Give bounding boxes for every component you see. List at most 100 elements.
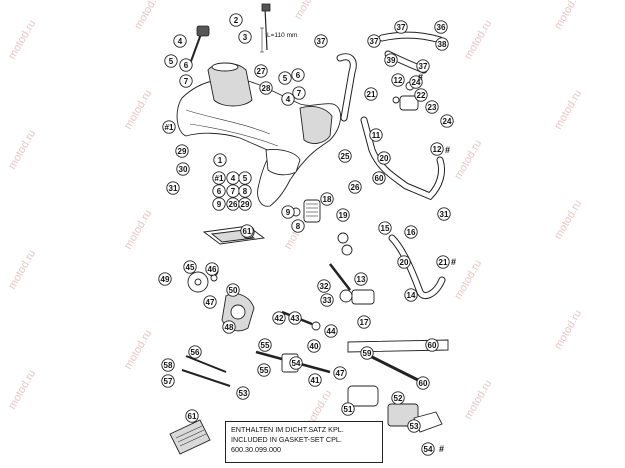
callout-53: 53: [407, 419, 421, 433]
callout-circle: [436, 255, 450, 269]
callout-circle: [354, 272, 368, 286]
callout-23: 23: [425, 100, 439, 114]
callout-40: 40: [307, 339, 321, 353]
callout-label: 5: [283, 74, 288, 83]
callout-8: 8: [238, 184, 252, 198]
callout-55: 55: [257, 363, 271, 377]
callout-circle: [308, 373, 322, 387]
callout-60: 60: [416, 376, 430, 390]
callout-circle: [278, 71, 292, 85]
callout-46: 46: [205, 262, 219, 276]
callout-circle: [289, 356, 303, 370]
callout-circle: [404, 288, 418, 302]
watermark-text: motod.ru: [462, 18, 494, 62]
callout-22: 22: [414, 88, 428, 102]
callout-circle: [185, 409, 199, 423]
hash-mark: #: [445, 145, 450, 155]
callout-circle: [226, 283, 240, 297]
callout-5: 5: [238, 171, 252, 185]
watermark-text: motod.ru: [6, 368, 38, 412]
callout-label: 1: [218, 156, 223, 165]
callout-circle: [291, 68, 305, 82]
callout-38: 38: [435, 37, 449, 51]
callout-circle: [288, 311, 302, 325]
callout-17: 17: [357, 315, 371, 329]
callout-43: 43: [288, 311, 302, 325]
watermark-text: motod.ru: [552, 0, 584, 32]
callout-circle: [409, 75, 423, 89]
callout-45: 45: [183, 260, 197, 274]
callout-circle: [391, 391, 405, 405]
watermark-text: motod.ru: [6, 248, 38, 292]
callout-6: 6: [291, 68, 305, 82]
callout-label: 43: [291, 314, 300, 323]
callout-label: 9: [217, 200, 222, 209]
callout-label: 49: [161, 275, 170, 284]
callout-59: 59: [360, 346, 374, 360]
callout-circle: [378, 221, 392, 235]
callout-24: 24: [409, 75, 423, 89]
callout-circle: [161, 374, 175, 388]
callout-label: 41: [311, 376, 320, 385]
callout-circle: [391, 73, 405, 87]
callout-8: 8: [291, 219, 305, 233]
callout-circle: [238, 171, 252, 185]
watermark-text: motod.ru: [292, 0, 324, 22]
callout-label: 9: [286, 208, 291, 217]
pressure-pipe: [347, 339, 449, 382]
callout-label: 4: [178, 37, 183, 46]
callout-31: 31: [166, 181, 180, 195]
callout-label: #1: [165, 123, 174, 132]
callout-circle: [291, 219, 305, 233]
note-line-partno: 600.30.099.000: [231, 444, 281, 454]
callout-label: 20: [380, 154, 389, 163]
callout-label: 33: [323, 296, 332, 305]
callout-circle: [360, 346, 374, 360]
callout-25: 25: [338, 149, 352, 163]
callout-label: 37: [419, 62, 428, 71]
callout-label: 26: [229, 200, 238, 209]
callout-label: 48: [225, 323, 234, 332]
callout-label: 3: [243, 33, 248, 42]
watermark-text: motod.ru: [452, 258, 484, 302]
callout-6: 6: [212, 184, 226, 198]
callout-circle: [372, 171, 386, 185]
callout-label: 38: [438, 40, 447, 49]
callout-48: 48: [222, 320, 236, 334]
callout-label: 37: [370, 37, 379, 46]
callout-label: 4: [286, 95, 291, 104]
callout-5: 5: [278, 71, 292, 85]
callout-circle: [357, 315, 371, 329]
callout-circle: [314, 34, 328, 48]
callout-49: 49: [158, 272, 172, 286]
callout-circle: [341, 402, 355, 416]
callout-circle: [213, 153, 227, 167]
callout-label: 26: [351, 183, 360, 192]
callout-42: 42: [272, 311, 286, 325]
callout-circle: [175, 144, 189, 158]
callout-label: 21: [367, 90, 376, 99]
callout-circle: [377, 151, 391, 165]
callout-47: 47: [203, 295, 217, 309]
callout-9: 9: [281, 205, 295, 219]
callout-37: 37: [314, 34, 328, 48]
callout-label: 5: [169, 57, 174, 66]
dipstick: [189, 3, 271, 65]
callout-circle: [425, 100, 439, 114]
callout-60: 60: [372, 171, 386, 185]
callout-circle: [179, 74, 193, 88]
callout-circle: [292, 86, 306, 100]
callout-3: 3: [238, 30, 252, 44]
callout-21: 21: [364, 87, 378, 101]
oil-tank-frame: [176, 62, 341, 207]
callout-circle: [434, 20, 448, 34]
callout-circle: [162, 120, 176, 134]
callout-54: 54: [289, 356, 303, 370]
callout-label: 58: [164, 361, 173, 370]
callout-circle: [407, 419, 421, 433]
callout-4: 4: [173, 34, 187, 48]
callout-label: 50: [229, 286, 238, 295]
callout-label: 47: [336, 369, 345, 378]
